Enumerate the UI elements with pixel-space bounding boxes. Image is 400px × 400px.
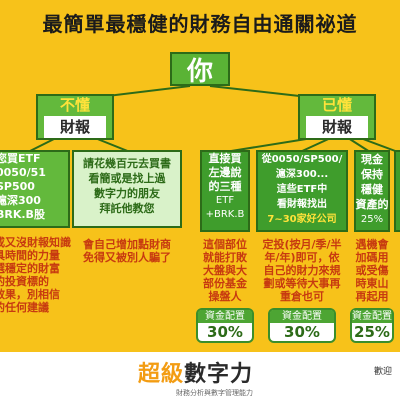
branch-left-line1: 不懂 [59, 96, 90, 114]
logo-wordmark: 超級數字力 [138, 356, 253, 388]
panel-2-head: 請花幾百元去買書 看簡或是找上過 數字力的朋友 拜託他教您 [74, 156, 180, 216]
allocation-value: 30% [207, 323, 243, 341]
panel-2-head-line: 數字力的朋友 [94, 187, 160, 200]
panel-4-head-line: 7~30家好公司 [267, 214, 337, 225]
welcome-text: 歡迎 [374, 367, 393, 377]
panel-5-body-line: 或受傷 [355, 264, 389, 277]
panel-partial-right [394, 150, 400, 232]
panel-4-body-line: 年/年)即可，依 [264, 251, 340, 264]
panel-cash-reserve [354, 150, 390, 232]
panel-1-body-line: 效果，別相信 [0, 288, 60, 301]
panel-3-head: 直接買 左邊說 的三種 ETF +BRK.B [200, 152, 250, 222]
panel-3-body-line: 這個部位 [203, 238, 247, 251]
panel-1-body-line: 或又沒財報知識 [0, 236, 71, 249]
panel-4-body-line: 劃或等待大事再 [263, 277, 341, 290]
panel-3-head-line: 直接買 [208, 152, 242, 165]
panel-1-head: 您買ETF 0050/51 SP500 滬深300 BRK.B股 [0, 152, 68, 222]
panel-4-head-line: 這些ETF中 [276, 184, 328, 195]
panel-4-body-line: 重倉也可 [280, 290, 324, 303]
panel-1-head-line: 您買ETF [0, 152, 41, 165]
panel-2-body: 會自己增加點財商 免得又被別人騙了 [72, 238, 182, 264]
panel-4-head-line: 滬深300... [275, 169, 329, 180]
panel-2-body-line: 會自己增加點財商 [83, 238, 171, 251]
allocation-label: 資金配置 [270, 310, 334, 323]
allocation-badge: 資金配置 30% [268, 308, 336, 343]
logo-word-b: 數字力 [184, 362, 254, 387]
panel-3-body: 這個部位 就能打敗 大盤與大 部份基金 操盤人 [198, 238, 252, 303]
panel-2-head-line: 看簡或是找上過 [88, 172, 166, 185]
panel-4-body: 定投(按月/季/半 年/年)即可，依 自己的財力來規 劃或等待大事再 重倉也可 [254, 238, 350, 303]
panel-3-body-line: 操盤人 [208, 290, 242, 303]
panel-1-head-line: 0050/51 [0, 166, 46, 179]
panel-5-head-line: 現金 [361, 153, 383, 166]
logo-tagline: 財務分析與數字管理能力 [176, 389, 254, 397]
panel-4-body-line: 自己的財力來規 [263, 264, 341, 277]
panel-1-body-line: 的投資標的 [0, 275, 49, 288]
branch-right-line1: 已懂 [321, 96, 352, 114]
panel-2-head-line: 拜託他教您 [99, 202, 155, 215]
panel-1-body: 或又沒財報知識 具時間的力量 選穩定的財富 的投資標的 效果，別相信 的任何建議 [0, 236, 72, 314]
panel-3-body-line: 大盤與大 [203, 264, 247, 277]
allocation-value: 25% [354, 323, 390, 341]
panel-1-head-line: SP500 [0, 180, 35, 193]
allocation-label: 資金配置 [352, 310, 392, 323]
panel-3-body-line: 就能打敗 [203, 251, 247, 264]
panel-3-head-line: +BRK.B [205, 209, 245, 220]
panel-learn-financials [72, 150, 182, 228]
panel-5-head-line: 穩健 [361, 183, 383, 196]
panel-5-head-line: 保持 [361, 168, 383, 181]
panel-2-head-line: 請花幾百元去買書 [83, 157, 171, 170]
panel-4-head: 從0050/SP500/ 滬深300... 這些ETF中 看財報找出 7~30家… [256, 152, 348, 227]
panel-5-head-line: 25% [360, 214, 384, 225]
panel-3-head-line: ETF [215, 195, 235, 206]
allocation-value: 30% [284, 323, 320, 341]
panel-3-body-line: 部份基金 [203, 277, 247, 290]
root-node: 你 [170, 52, 230, 87]
panel-1-body-line: 選穩定的財富 [0, 262, 60, 275]
branch-right-line2: 財報 [306, 116, 368, 138]
panel-etf-beginner [0, 150, 70, 228]
footer-background [0, 352, 400, 400]
allocation-badge: 資金配置 30% [196, 308, 254, 343]
allocation-label: 資金配置 [198, 310, 252, 323]
brand-logo: 超級數字力 財務分析與數字管理能力 [138, 356, 253, 398]
panel-4-body-line: 定投(按月/季/半 [262, 238, 342, 251]
panel-buy-etf [200, 150, 250, 232]
panel-4-head-line: 看財報找出 [277, 199, 327, 210]
branch-right: 已懂 財報 [298, 94, 376, 140]
panel-5-body-line: 再起用 [355, 290, 389, 303]
panel-5-body-line: 遇機會 [355, 238, 389, 251]
panel-5-body-line: 時東山 [355, 277, 389, 290]
panel-3-head-line: 的三種 [208, 180, 242, 193]
panel-5-head: 現金 保持 穩健 資產的 25% [354, 152, 390, 227]
panel-2-body-line: 免得又被別人騙了 [83, 251, 171, 264]
panel-3-head-line: 左邊說 [208, 166, 242, 179]
branch-left-line2: 財報 [44, 116, 106, 138]
logo-word-a: 超級 [138, 362, 185, 387]
allocation-badge: 資金配置 25% [350, 308, 394, 343]
panel-5-body-line: 加碼用 [355, 251, 389, 264]
panel-4-head-line: 從0050/SP500/ [261, 154, 343, 165]
panel-pick-companies [256, 150, 348, 232]
panel-1-head-line: 滬深300 [0, 194, 41, 207]
panel-5-head-line: 資產的 [355, 198, 389, 211]
panel-1-body-line: 具時間的力量 [0, 249, 60, 262]
page-title: 最簡單最穩健的財務自由通關祕道 [42, 12, 358, 36]
branch-left: 不懂 財報 [36, 94, 114, 140]
panel-5-body: 遇機會 加碼用 或受傷 時東山 再起用 [352, 238, 392, 303]
panel-1-head-line: BRK.B股 [0, 208, 45, 221]
panel-1-body-line: 的任何建議 [0, 301, 49, 314]
